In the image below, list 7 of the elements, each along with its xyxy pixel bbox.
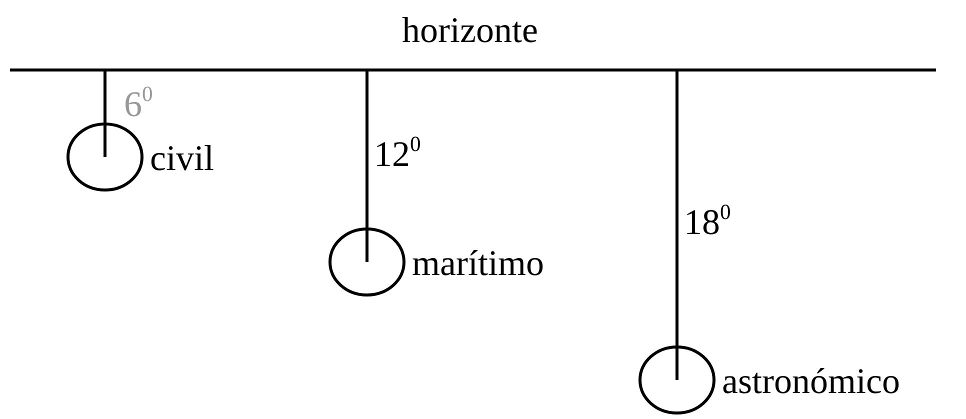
angle-label: 18$^{0}$ (684, 204, 731, 240)
circle-label: marítimo (412, 245, 544, 281)
circle-label: civil (150, 140, 214, 176)
angle-label: 12$^{0}$ (374, 136, 421, 172)
circle-label: astronómico (722, 363, 900, 399)
angle-label: 6$^{0}$ (124, 86, 153, 122)
horizon-label: horizonte (402, 12, 538, 48)
